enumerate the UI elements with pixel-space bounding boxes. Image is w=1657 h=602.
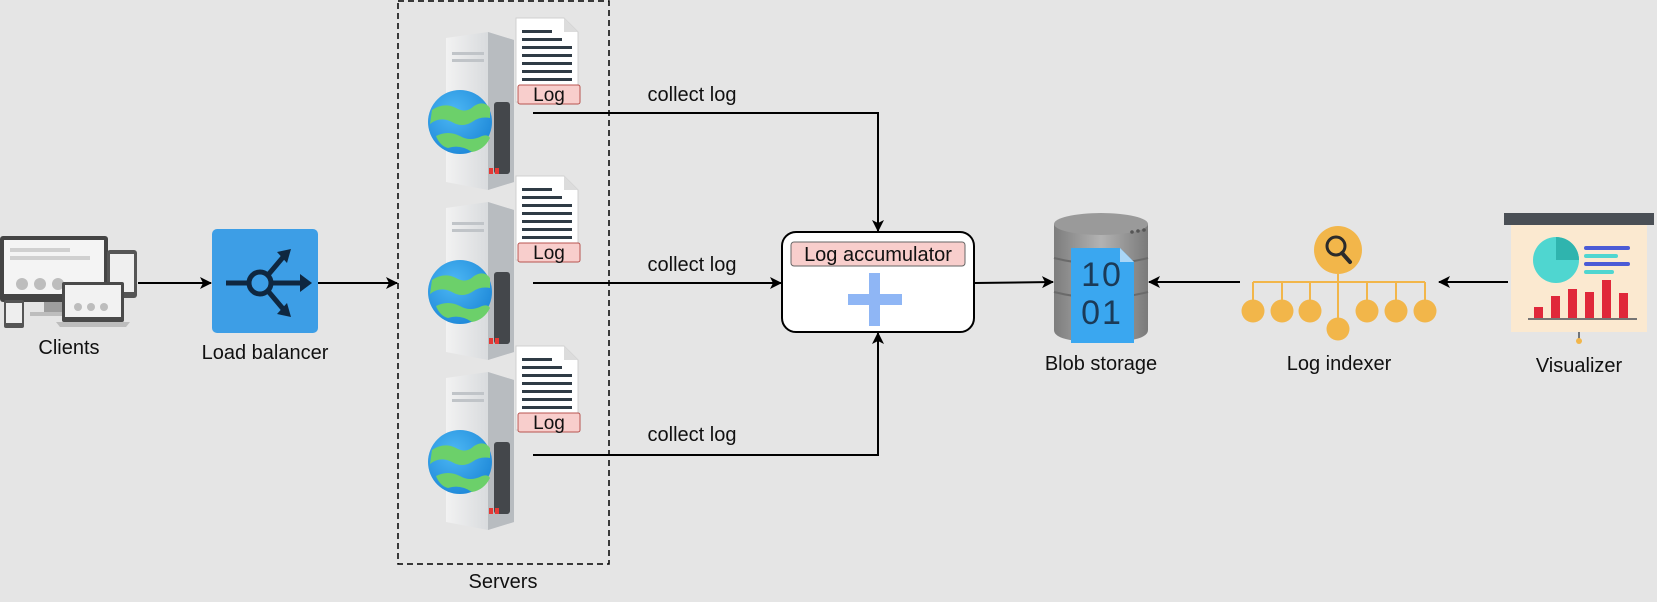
load-balancer-label: Load balancer — [202, 342, 329, 364]
server-1: Log — [428, 17, 581, 190]
log-tag-label: Log — [533, 413, 565, 434]
plus-icon — [848, 273, 902, 326]
log-accumulator-tag — [790, 241, 966, 267]
log-indexer-icon — [1241, 226, 1437, 341]
log-tag — [517, 242, 581, 263]
binary-bits-top: 10 — [1081, 256, 1123, 294]
arrow-server1-to-accumulator — [533, 112, 884, 232]
server-2: Log — [428, 175, 581, 360]
visualizer-dashboard-icon — [1504, 213, 1654, 344]
binary-bits-bottom: 01 — [1081, 294, 1123, 332]
edge-label-collect-log-2: collect log — [648, 254, 737, 276]
servers-label: Servers — [469, 571, 538, 593]
log-tag — [517, 412, 581, 433]
visualizer-label: Visualizer — [1536, 355, 1623, 377]
edge-label-collect-log-3: collect log — [648, 424, 737, 446]
arrow-server3-to-accumulator — [533, 332, 884, 456]
server-3: Log — [428, 345, 581, 530]
clients-label: Clients — [38, 337, 99, 359]
log-tag-label: Log — [533, 85, 565, 106]
clients-devices-icon — [0, 236, 137, 328]
log-indexer-label: Log indexer — [1287, 353, 1392, 375]
log-accumulator-label: Log accumulator — [804, 244, 952, 266]
arrow-accumulator-to-blob-storage — [974, 276, 1054, 289]
log-tag-label: Log — [533, 243, 565, 264]
blob-storage-icon: 10 01 — [1053, 213, 1149, 343]
log-tag — [517, 84, 581, 105]
edge-label-collect-log-1: collect log — [648, 84, 737, 106]
binary-file-icon — [1071, 248, 1134, 343]
blob-storage-label: Blob storage — [1045, 353, 1157, 375]
load-balancer-icon — [212, 229, 318, 333]
log-accumulator: Log accumulator — [781, 231, 975, 333]
